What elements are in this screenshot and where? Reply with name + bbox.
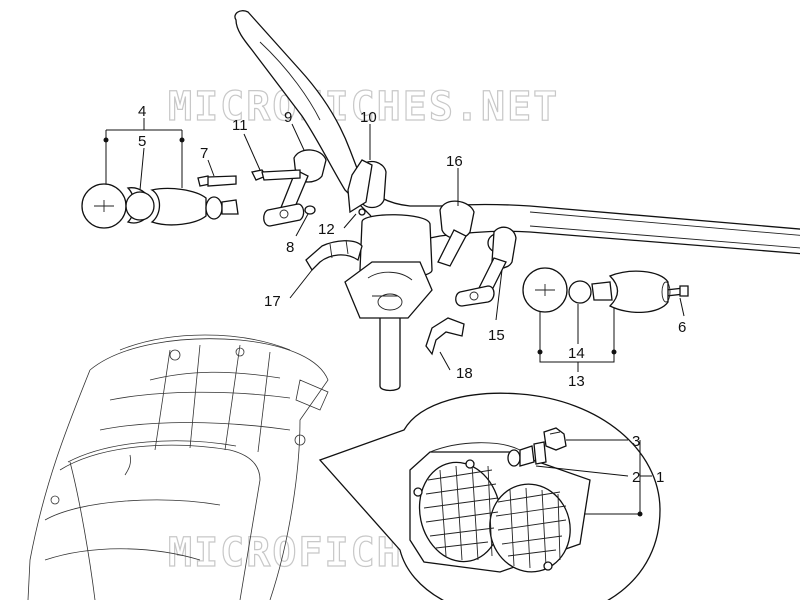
- callout-4: 4: [138, 103, 146, 120]
- nut-8: [304, 205, 316, 215]
- callout-8: 8: [286, 239, 294, 256]
- headlight-lens: [418, 461, 571, 573]
- headlight-bulb-2: [507, 441, 547, 467]
- callout-15: 15: [488, 327, 505, 344]
- turn-signal-right: [522, 267, 671, 314]
- turn-signal-left: [81, 183, 239, 229]
- bracket-17: [305, 239, 363, 272]
- bulb-socket-3: [543, 427, 567, 451]
- leader-lines: [103, 118, 685, 517]
- scooter-front-body: [27, 334, 329, 600]
- steering-column: [344, 214, 433, 392]
- watermark-top: MICROFICHES.NET: [168, 84, 559, 130]
- callout-14: 14: [568, 345, 585, 362]
- callout-12: 12: [318, 221, 335, 238]
- callout-18: 18: [456, 365, 473, 382]
- callout-1: 1: [656, 469, 664, 486]
- callout-5: 5: [138, 133, 146, 150]
- mirror-bracket-9: [263, 149, 327, 227]
- callout-2: 2: [632, 469, 640, 486]
- headlight-detail-bubble: [318, 392, 661, 600]
- screw-11: [251, 169, 301, 181]
- handlebar-clamp-16: [437, 200, 475, 267]
- callout-6: 6: [678, 319, 686, 336]
- callout-3: 3: [632, 433, 640, 450]
- callout-16: 16: [446, 153, 463, 170]
- bracket-18: [425, 317, 465, 356]
- handlebar-clamp-10: [347, 159, 387, 216]
- callout-10: 10: [360, 109, 377, 126]
- mirror-bracket-15: [455, 226, 517, 307]
- callout-labels: 4 5 7 11 9 10 12 8 16 17 15 18 6 14 13 3…: [138, 103, 686, 486]
- callout-17: 17: [264, 293, 281, 310]
- callout-9: 9: [284, 109, 292, 126]
- callout-13: 13: [568, 373, 585, 390]
- screw-7: [197, 175, 237, 187]
- callout-7: 7: [200, 145, 208, 162]
- callout-11: 11: [232, 117, 248, 134]
